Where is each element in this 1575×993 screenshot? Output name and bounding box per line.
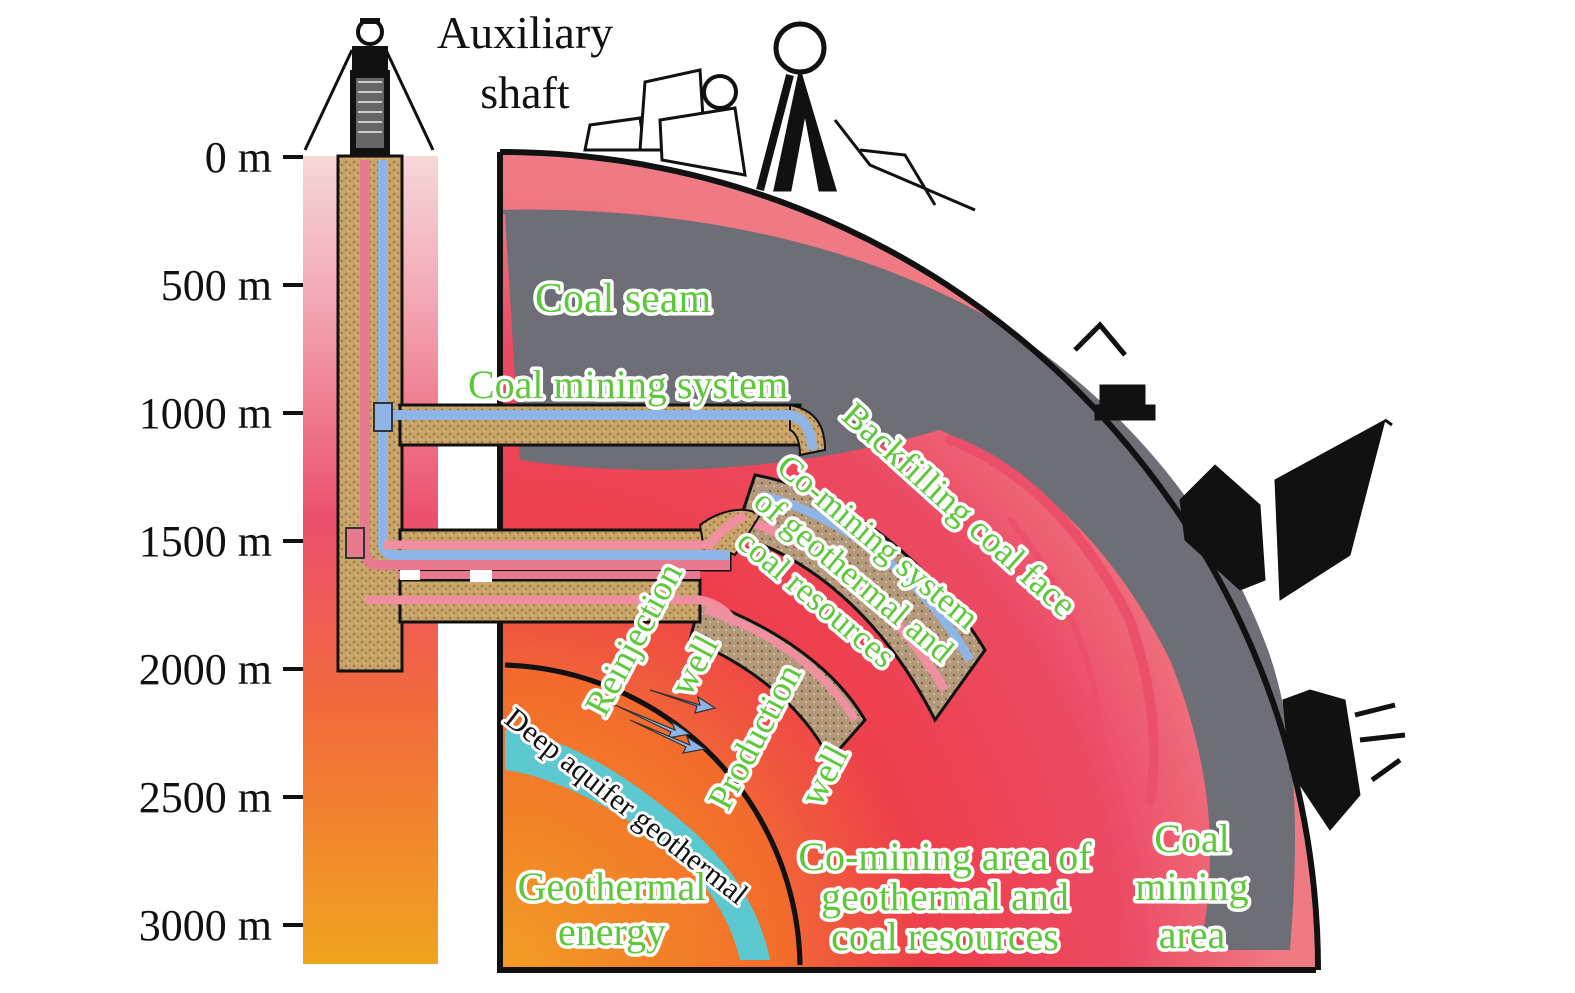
label-coal-seam: Coal seam — [535, 276, 711, 322]
co-mining-curved-system — [688, 473, 987, 763]
depth-tick: 1000 m — [139, 389, 303, 438]
label-line: geothermal and — [821, 874, 1069, 919]
depth-tick-label: 2500 m — [139, 773, 272, 822]
coal-seam-band — [500, 209, 1296, 950]
label-coal-mining-area: Coal mining area — [1132, 813, 1252, 961]
depth-tick: 0 m — [205, 133, 303, 182]
depth-tick: 2500 m — [139, 773, 303, 822]
depth-tick: 500 m — [161, 261, 303, 310]
shaft-label-line: Auxiliary — [437, 7, 613, 58]
depth-tick-label: 0 m — [205, 133, 272, 182]
depth-tick: 1500 m — [139, 517, 303, 566]
surface-silhouettes — [583, 21, 1406, 831]
excavator-icon — [1073, 321, 1156, 421]
mine-buildings-icon — [583, 21, 976, 212]
church-icon — [1179, 418, 1393, 601]
depth-tick-label: 3000 m — [139, 901, 272, 950]
label-line: Co-mining area of — [798, 834, 1092, 879]
shaft-pipe-system — [303, 18, 827, 673]
factory-icon — [1282, 689, 1406, 831]
depth-tick-label: 1500 m — [139, 517, 272, 566]
shaft-label-line: shaft — [480, 67, 570, 118]
label-geothermal-energy: Geothermal energy — [514, 861, 710, 958]
depth-tick: 3000 m — [139, 901, 303, 950]
label-line: Coal — [1154, 816, 1230, 861]
depth-tick: 2000 m — [139, 645, 303, 694]
label-line: area — [1159, 912, 1226, 957]
depth-tick-label: 1000 m — [139, 389, 272, 438]
label-coal-mining-system: Coal mining system — [468, 362, 788, 407]
flow-arrows — [614, 689, 717, 754]
label-co-mining-area: Co-mining area of geothermal and coal re… — [795, 831, 1096, 963]
label-line: coal resources — [831, 914, 1059, 959]
depth-axis: 0 m 500 m 1000 m 1500 m 2000 m 2500 m 30… — [139, 133, 303, 950]
depth-tick-label: 500 m — [161, 261, 272, 310]
depth-tick-label: 2000 m — [139, 645, 272, 694]
label-line: energy — [558, 909, 666, 954]
deep-aquifer-band — [505, 730, 770, 960]
headframe-icon — [303, 18, 435, 156]
label-line: mining — [1135, 864, 1248, 909]
coal-seam-top — [508, 220, 900, 310]
shaft-label: Auxiliary shaft — [437, 7, 613, 118]
label-line: Geothermal — [518, 864, 707, 909]
